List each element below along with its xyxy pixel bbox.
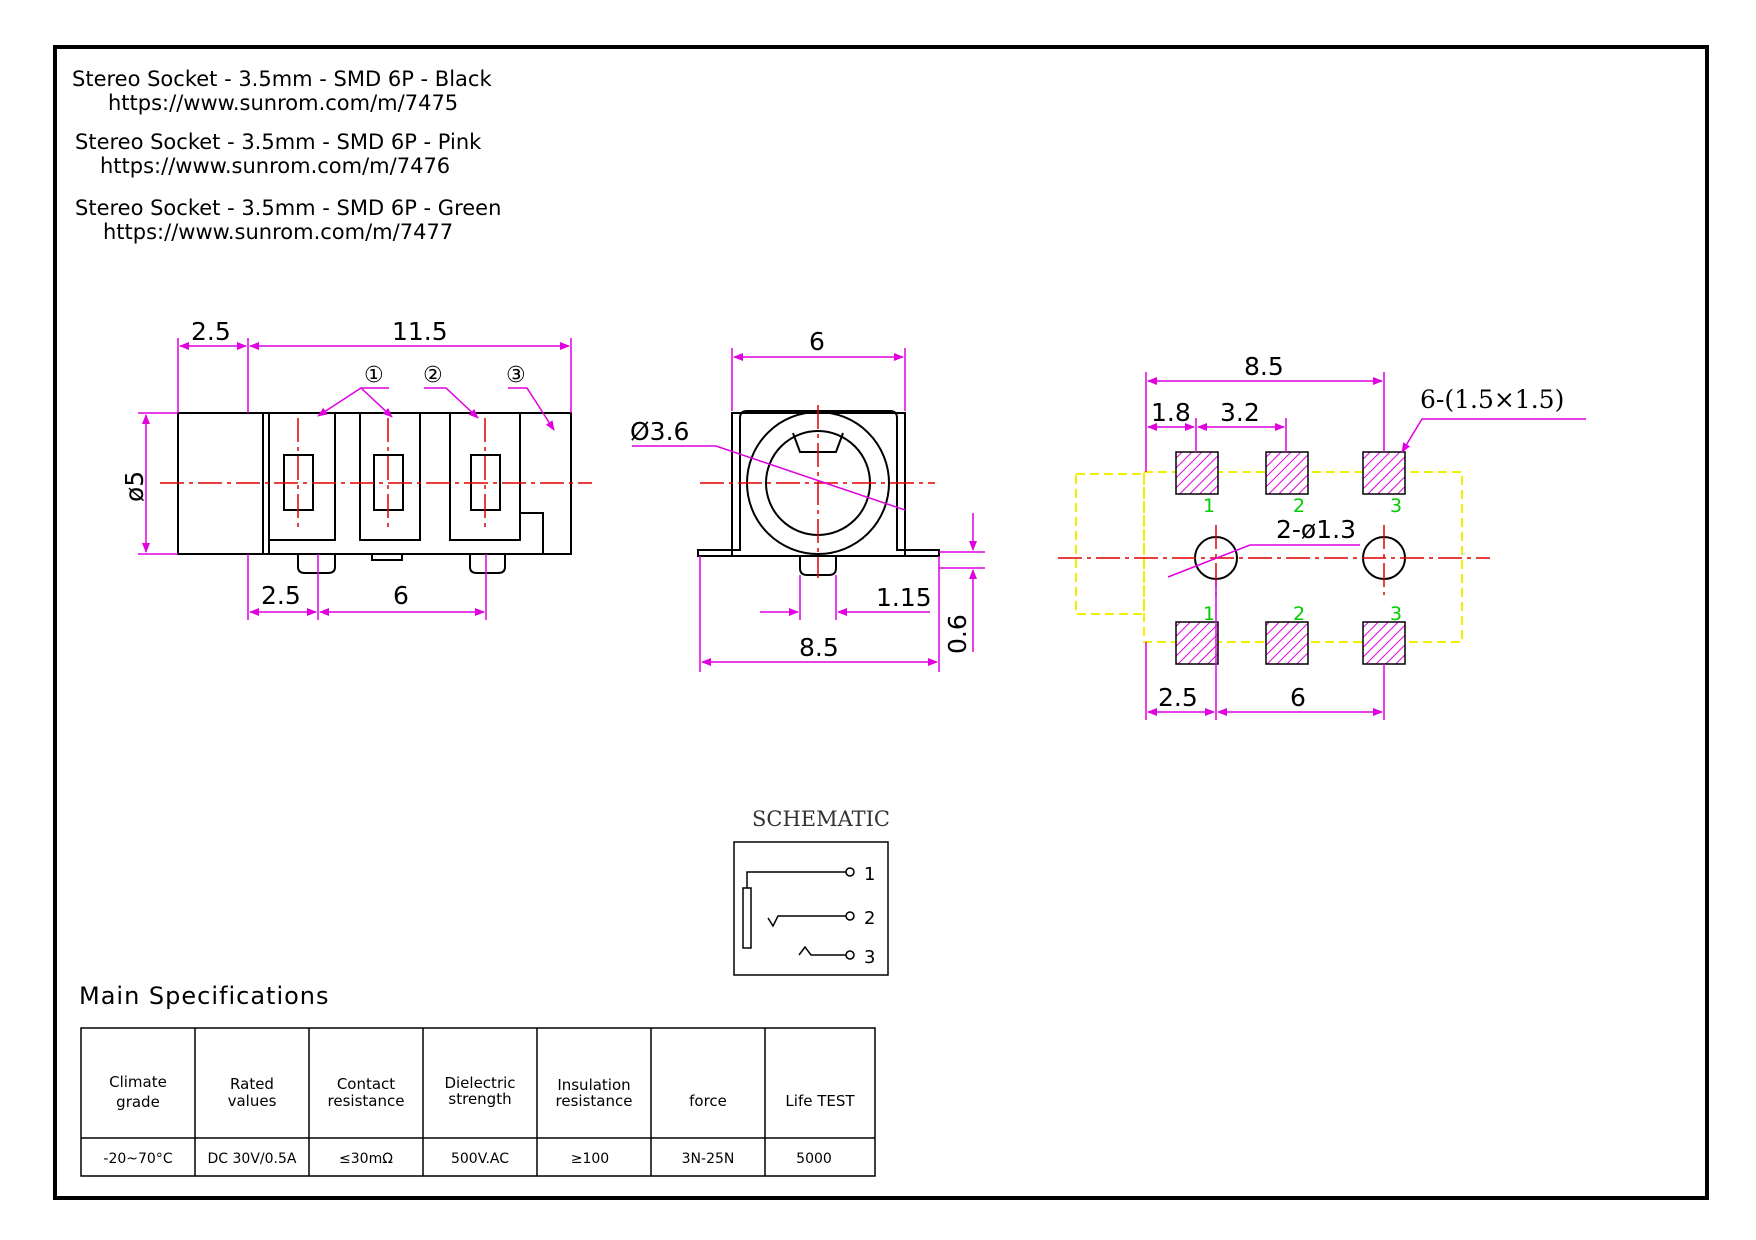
pin-callout: ③ <box>506 363 526 388</box>
side-view-body <box>177 412 572 574</box>
side-view-dim-labels: 2.5 11.5 ø5 2.5 6 <box>120 317 448 610</box>
dim-label: 2.5 <box>191 317 231 346</box>
pad <box>1362 451 1406 495</box>
dim-label: 8.5 <box>799 633 839 662</box>
spec-value: 3N-25N <box>682 1151 735 1167</box>
dim-label: 2-ø1.3 <box>1276 515 1356 544</box>
footprint-dim-labels: 8.5 1.8 3.2 6-(1.5×1.5) 2-ø1.3 2.5 6 <box>1151 352 1564 712</box>
pad-number: 3 <box>1390 495 1402 517</box>
dim-label: 2.5 <box>261 581 301 610</box>
spec-header: Insulation <box>557 1076 630 1094</box>
dim-label: ø5 <box>120 471 149 502</box>
pad <box>1362 621 1406 665</box>
dim-label: 6-(1.5×1.5) <box>1420 385 1564 414</box>
specs-table <box>80 1027 876 1177</box>
schematic-pin: 1 <box>864 864 875 885</box>
schematic-symbol <box>742 867 855 960</box>
schematic-frame <box>733 841 889 976</box>
side-view: 2.5 11.5 ø5 2.5 6 ① ② ③ <box>120 317 592 620</box>
front-view: 6 Ø3.6 8.5 1.15 0.6 <box>630 327 985 672</box>
pad-number: 2 <box>1293 495 1305 517</box>
product-url: https://www.sunrom.com/m/7476 <box>100 154 450 178</box>
pad-number: 1 <box>1203 603 1215 625</box>
spec-header: values <box>228 1092 277 1110</box>
spec-header: resistance <box>556 1092 633 1110</box>
spec-header: Rated <box>230 1075 274 1093</box>
specifications: Main Specifications Climate grade Rated … <box>79 982 876 1177</box>
schematic-pin: 3 <box>864 947 875 968</box>
spec-value: DC 30V/0.5A <box>208 1151 297 1167</box>
dim-label: 1.8 <box>1151 398 1191 427</box>
product-list: Stereo Socket - 3.5mm - SMD 6P - Black h… <box>72 67 501 244</box>
product-name: Stereo Socket - 3.5mm - SMD 6P - Black <box>72 67 492 91</box>
dim-label: 6 <box>393 581 409 610</box>
dim-label: 1.15 <box>876 583 932 612</box>
dim-label: 2.5 <box>1158 683 1198 712</box>
spec-value: ≤30mΩ <box>339 1151 393 1167</box>
spec-value: ≥100 <box>571 1151 609 1167</box>
pin-callout: ① <box>364 363 384 388</box>
spec-header: Life TEST <box>785 1092 855 1110</box>
pad <box>1265 451 1309 495</box>
pcb-footprint: 8.5 1.8 3.2 6-(1.5×1.5) 2-ø1.3 2.5 6 1 2… <box>1058 352 1586 720</box>
product-url: https://www.sunrom.com/m/7477 <box>103 220 453 244</box>
pad-numbers: 1 2 3 1 2 3 <box>1203 495 1402 625</box>
spec-header: resistance <box>328 1092 405 1110</box>
dim-label: 11.5 <box>392 317 448 346</box>
dim-label: 6 <box>1290 683 1306 712</box>
pad-number: 3 <box>1390 603 1402 625</box>
specs-values: -20~70°C DC 30V/0.5A ≤30mΩ 500V.AC ≥100 … <box>103 1151 831 1167</box>
pads <box>1175 451 1406 665</box>
side-view-centerlines <box>160 418 592 530</box>
product-url: https://www.sunrom.com/m/7475 <box>108 91 458 115</box>
spec-value: 500V.AC <box>451 1151 509 1167</box>
spec-header: Contact <box>337 1075 395 1093</box>
spec-value: -20~70°C <box>103 1151 172 1167</box>
specs-title: Main Specifications <box>79 982 330 1010</box>
dim-label: 3.2 <box>1220 398 1260 427</box>
spec-header: Climate <box>109 1073 167 1091</box>
front-view-centerlines <box>700 405 935 578</box>
pin-callout: ② <box>423 363 443 388</box>
front-view-dimensions <box>632 348 985 672</box>
spec-header: Dielectric <box>444 1074 515 1092</box>
spec-header: force <box>689 1092 727 1110</box>
footprint-centerlines <box>1058 525 1490 595</box>
product-name: Stereo Socket - 3.5mm - SMD 6P - Pink <box>75 130 482 154</box>
pad-number: 1 <box>1203 495 1215 517</box>
specs-headers: Climate grade Rated values Contact resis… <box>109 1073 855 1111</box>
pin-callouts: ① ② ③ <box>364 363 526 388</box>
pad <box>1175 451 1219 495</box>
front-view-dim-labels: 6 Ø3.6 8.5 1.15 0.6 <box>630 327 972 662</box>
pad <box>1265 621 1309 665</box>
pad <box>1175 621 1219 665</box>
dim-label: Ø3.6 <box>630 417 689 446</box>
dim-label: 0.6 <box>943 614 972 654</box>
sheet-border <box>53 45 1709 1200</box>
footprint-dimensions <box>1145 372 1586 720</box>
schematic-title: SCHEMATIC <box>752 807 890 831</box>
side-view-dimensions <box>138 338 572 620</box>
schematic: SCHEMATIC 1 2 3 <box>733 807 890 976</box>
spec-header: grade <box>116 1093 160 1111</box>
product-name: Stereo Socket - 3.5mm - SMD 6P - Green <box>75 196 501 220</box>
dim-label: 8.5 <box>1244 352 1284 381</box>
schematic-pin-labels: 1 2 3 <box>864 864 875 968</box>
pad-number: 2 <box>1293 603 1305 625</box>
spec-header: strength <box>448 1090 511 1108</box>
dim-label: 6 <box>809 327 825 356</box>
spec-value: 5000 <box>796 1151 832 1167</box>
schematic-pin: 2 <box>864 908 875 929</box>
